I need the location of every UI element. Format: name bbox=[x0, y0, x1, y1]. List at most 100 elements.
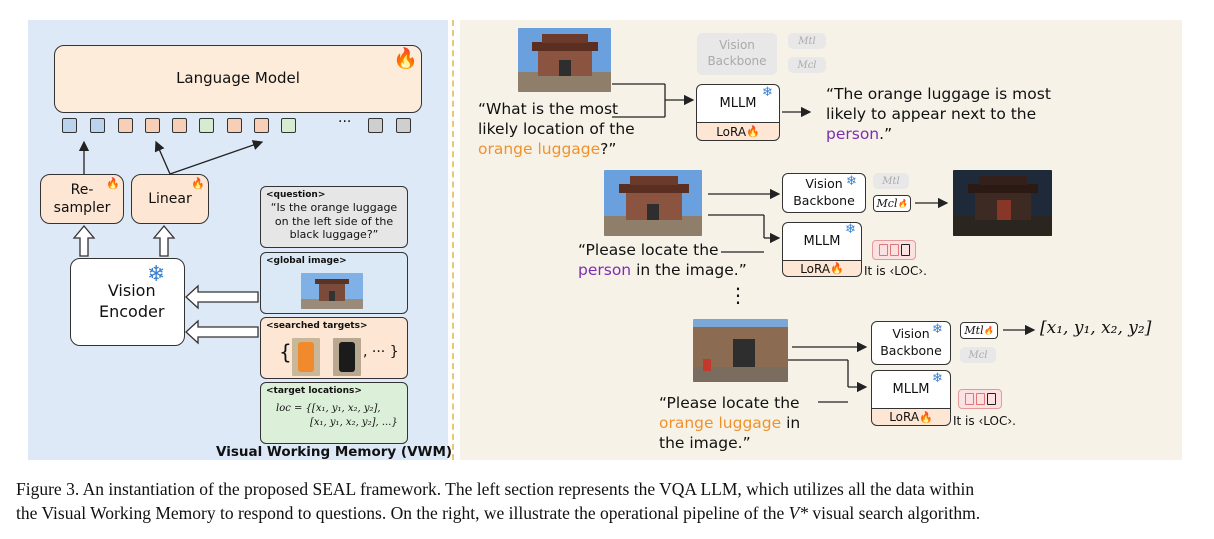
question-3: “Please locate the orange luggage in the… bbox=[659, 393, 800, 453]
token bbox=[199, 118, 214, 133]
language-model-box: Language Model bbox=[54, 45, 422, 113]
q1-line-3: orange luggage?” bbox=[478, 139, 635, 159]
language-model-label: Language Model bbox=[176, 69, 300, 88]
a1-line-3: person.” bbox=[826, 124, 1051, 144]
token bbox=[90, 118, 105, 133]
q3-mid: in bbox=[781, 414, 801, 433]
q2-line-2: person in the image.” bbox=[578, 260, 747, 280]
orange-luggage-crop bbox=[292, 338, 320, 376]
q2-end: in the image.” bbox=[631, 261, 747, 280]
linear-box: Linear bbox=[131, 174, 209, 224]
token bbox=[145, 118, 160, 133]
lora-label: LoRA bbox=[716, 124, 747, 139]
vision-backbone-label: Vision Backbone bbox=[880, 326, 942, 358]
question-card: <question> “Is the orange luggage on the… bbox=[260, 186, 408, 248]
lora-label: LoRA bbox=[800, 261, 831, 276]
answer-1: “The orange luggage is most likely to ap… bbox=[826, 84, 1051, 144]
heatmap-image bbox=[953, 170, 1052, 236]
it-is-loc-2: It is ‹LOC›. bbox=[864, 264, 927, 278]
snowflake-icon: ❄ bbox=[932, 322, 943, 337]
token-ellipsis: ··· bbox=[338, 114, 352, 130]
token bbox=[396, 118, 411, 133]
vision-encoder-box: Vision Encoder bbox=[70, 258, 185, 346]
caption-line-1: Figure 3. An instantiation of the propos… bbox=[16, 479, 975, 499]
linear-label: Linear bbox=[148, 190, 192, 207]
mllm-box-3: MLLM bbox=[871, 370, 951, 408]
caption-line-2a: the Visual Working Memory to respond to … bbox=[16, 502, 789, 523]
token bbox=[975, 393, 985, 405]
token bbox=[254, 118, 269, 133]
token bbox=[368, 118, 383, 133]
token bbox=[172, 118, 187, 133]
q1-line-1: “What is the most bbox=[478, 100, 619, 118]
mllm-label: MLLM bbox=[803, 234, 841, 249]
vision-encoder-label: Vision Encoder bbox=[99, 281, 165, 321]
panel-divider bbox=[452, 20, 454, 460]
mllm-box-2: MLLM bbox=[782, 222, 862, 260]
token bbox=[281, 118, 296, 133]
a1-end: .” bbox=[879, 125, 893, 144]
frozen-snowflake-icon: ❄ bbox=[147, 262, 166, 287]
target-locations-tag: <target locations> bbox=[266, 386, 362, 396]
fire-icon: 🔥 bbox=[983, 326, 994, 335]
caption-v-star: V* bbox=[788, 502, 809, 523]
fire-icon: 🔥 bbox=[897, 199, 908, 208]
lora-box-1: LoRA🔥 bbox=[696, 122, 780, 141]
lora-box-3: LoRA🔥 bbox=[871, 408, 951, 426]
figure-caption: Figure 3. An instantiation of the propos… bbox=[16, 478, 1206, 525]
q1-end: ?” bbox=[600, 140, 617, 159]
loc-line-1: loc = {[x₁, y₁, x₂, y₂], bbox=[276, 402, 381, 414]
q3-line-1: “Please locate the bbox=[659, 394, 800, 412]
fire-icon: 🔥 bbox=[746, 125, 760, 138]
loc-line-2: [x₁, y₁, x₂, y₂], ...} bbox=[310, 416, 398, 428]
searched-targets-tag: <searched targets> bbox=[266, 321, 368, 331]
black-luggage-crop bbox=[333, 338, 361, 376]
snowflake-icon: ❄ bbox=[932, 371, 943, 386]
q1-line-2: likely location of the bbox=[478, 120, 635, 139]
resampler-box: Re- sampler bbox=[40, 174, 124, 224]
q2-line-1: “Please locate the bbox=[578, 241, 719, 259]
input-image-2 bbox=[604, 170, 702, 236]
brace-close: , ··· } bbox=[363, 344, 399, 360]
vision-backbone-faded: Vision Backbone bbox=[697, 33, 777, 75]
resampler-label: Re- sampler bbox=[53, 181, 111, 216]
target-locations-card: <target locations> loc = {[x₁, y₁, x₂, y… bbox=[260, 382, 408, 444]
q3-line-3: the image.” bbox=[659, 434, 751, 453]
m-cl-label: Mcl bbox=[876, 197, 898, 210]
vision-backbone-label: Vision Backbone bbox=[793, 176, 855, 208]
q3-orange-text: orange luggage bbox=[659, 414, 782, 433]
global-image-tag: <global image> bbox=[266, 256, 347, 266]
token bbox=[889, 244, 899, 256]
brace-open: { bbox=[279, 340, 292, 364]
caption-line-2: the Visual Working Memory to respond to … bbox=[16, 502, 1206, 526]
m-tl-faded: Mtl bbox=[788, 33, 826, 49]
token bbox=[986, 393, 996, 405]
token bbox=[227, 118, 242, 133]
trainable-fire-icon: 🔥 bbox=[393, 46, 418, 70]
fire-icon: 🔥 bbox=[191, 177, 205, 190]
m-cl-faded-3: Mcl bbox=[960, 347, 996, 363]
q2-purple-text: person bbox=[578, 261, 632, 280]
lora-box-2: LoRA🔥 bbox=[782, 260, 862, 277]
m-cl-faded: Mcl bbox=[788, 57, 826, 73]
m-tl-head-3: Mtl🔥 bbox=[960, 322, 998, 339]
question-tag: <question> bbox=[266, 190, 326, 200]
question-1: “What is the most likely location of the… bbox=[478, 99, 635, 159]
global-image-thumbnail bbox=[301, 273, 363, 309]
question-2: “Please locate the person in the image.” bbox=[578, 240, 747, 280]
it-is-loc-3: It is ‹LOC›. bbox=[953, 414, 1016, 428]
vwm-title: Visual Working Memory (VWM) bbox=[216, 444, 453, 460]
vision-backbone-box-3: Vision Backbone bbox=[871, 321, 951, 365]
token bbox=[118, 118, 133, 133]
vertical-ellipsis: ⋮ bbox=[728, 283, 748, 307]
snowflake-icon: ❄ bbox=[846, 174, 857, 189]
q3-line-2: orange luggage in bbox=[659, 413, 800, 433]
token bbox=[964, 393, 974, 405]
m-tl-faded-2: Mtl bbox=[873, 173, 909, 189]
fire-icon: 🔥 bbox=[830, 262, 844, 275]
m-cl-head-2: Mcl🔥 bbox=[873, 195, 911, 212]
m-tl-label: Mtl bbox=[964, 324, 984, 337]
question-text: “Is the orange luggage on the left side … bbox=[270, 200, 398, 242]
global-image-card: <global image> bbox=[260, 252, 408, 314]
